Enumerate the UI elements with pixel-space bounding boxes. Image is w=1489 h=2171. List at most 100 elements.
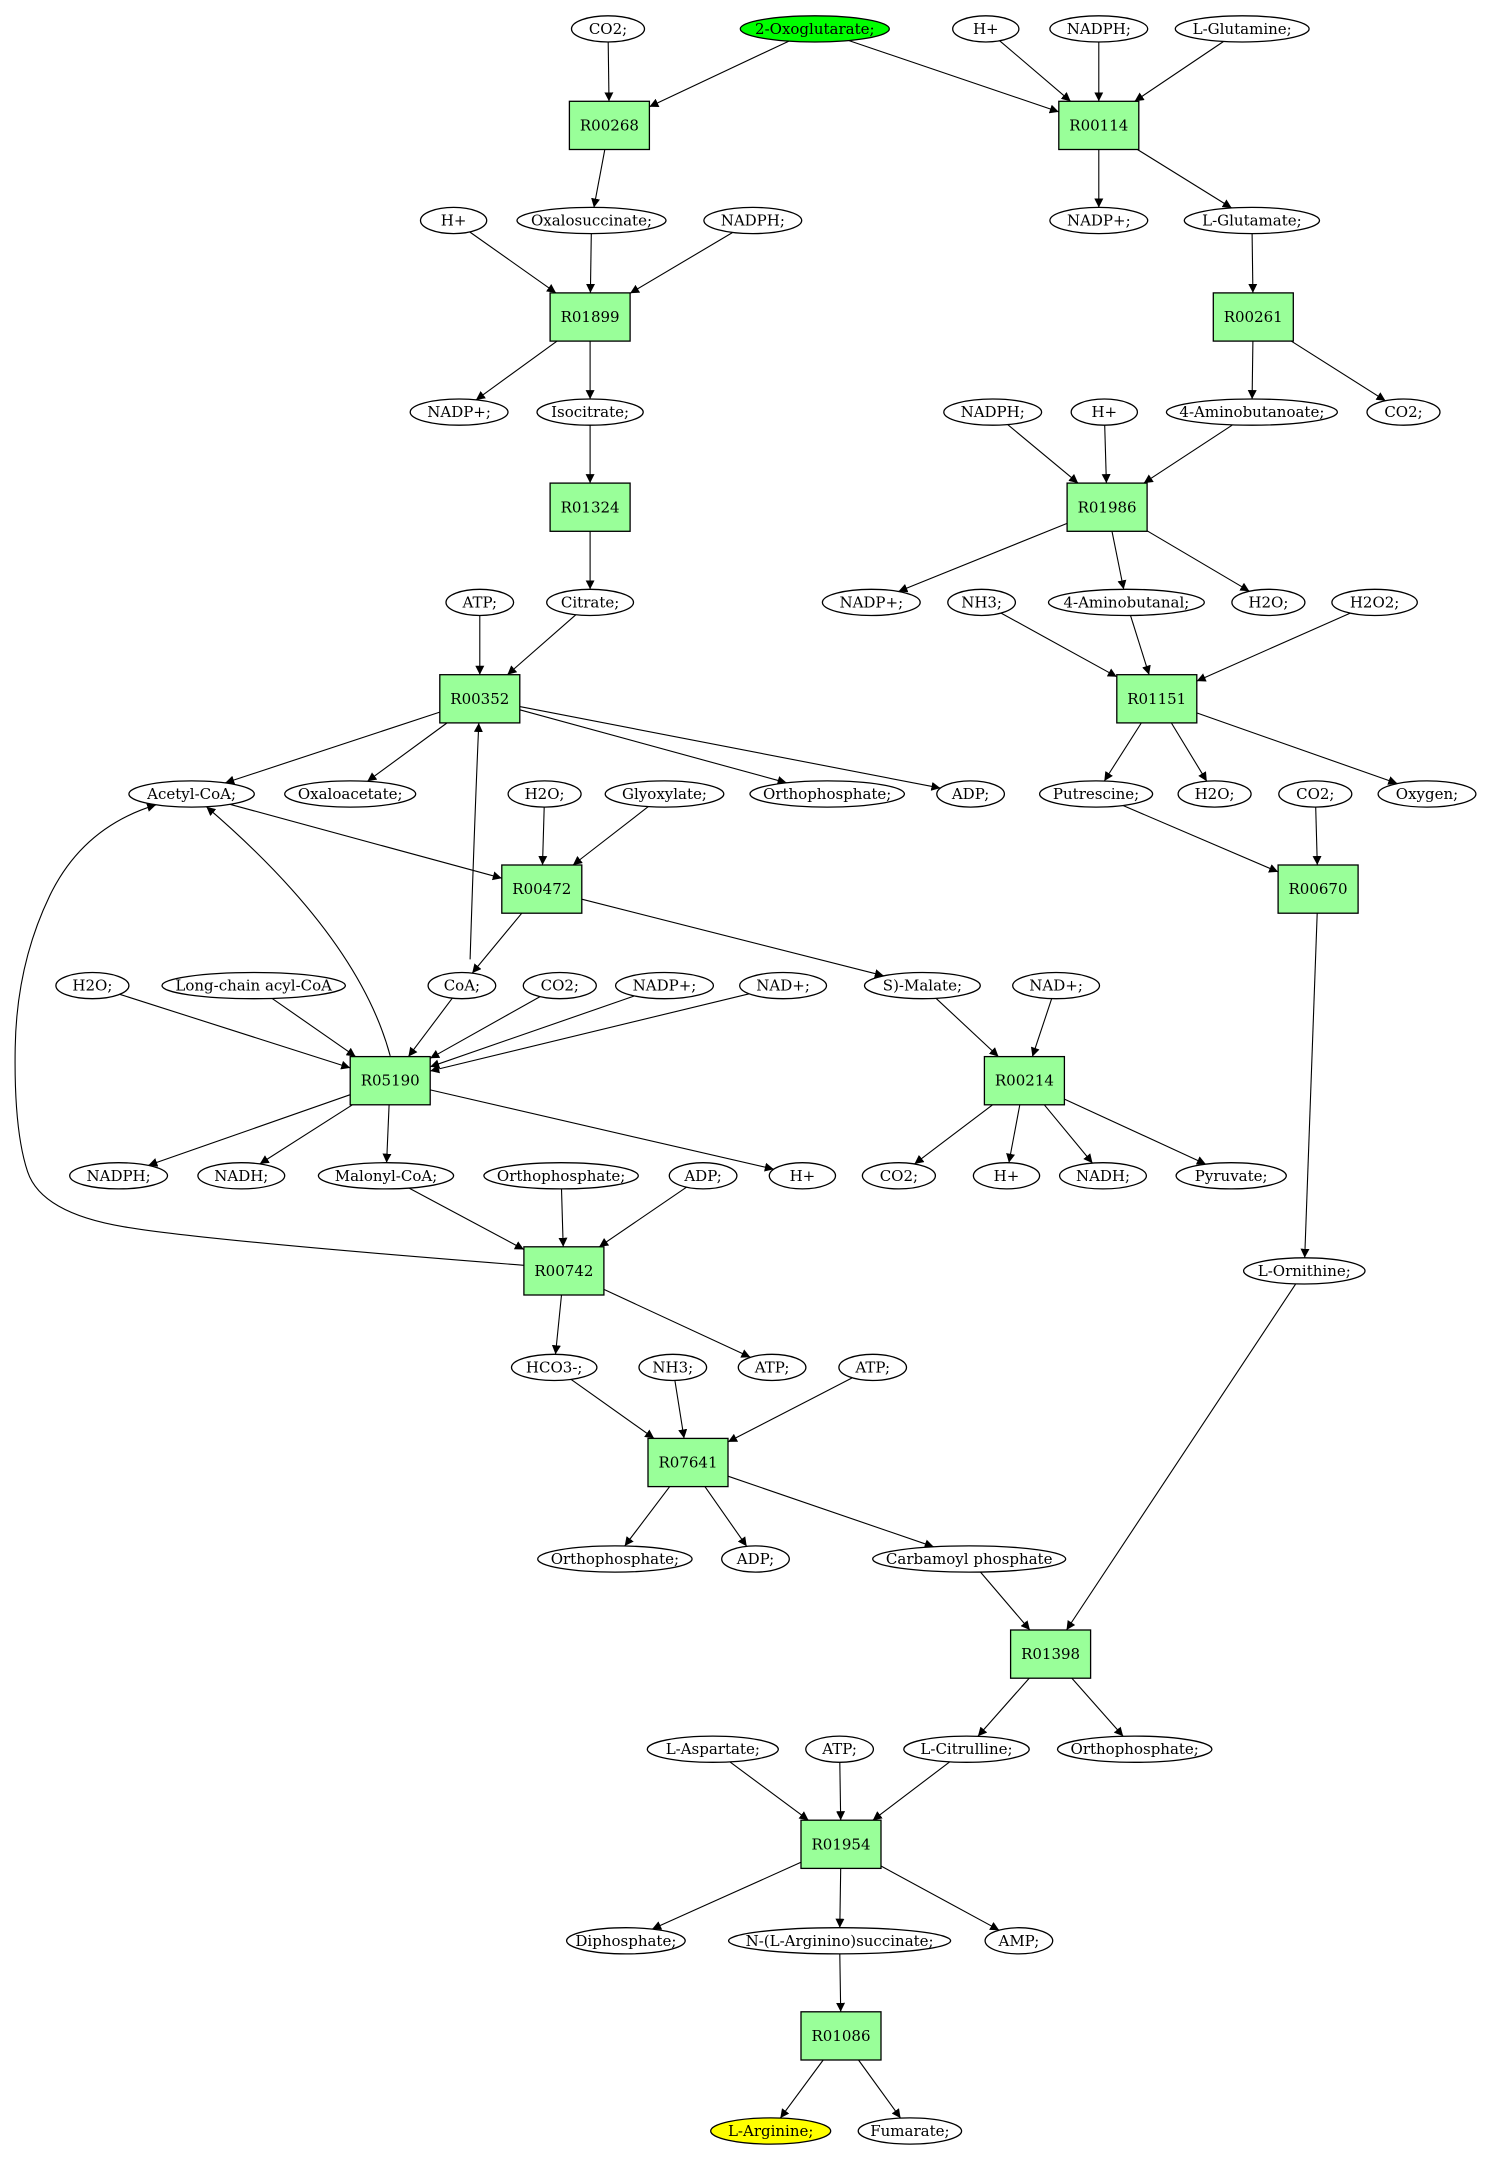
reaction-node-r01954[interactable]: R01954: [800, 1819, 882, 1870]
reaction-box: [1058, 100, 1140, 151]
metabolite-node-amp[interactable]: AMP;: [984, 1927, 1054, 1955]
metabolite-node-hplus-c[interactable]: H+: [1070, 398, 1139, 426]
metabolite-node-nadph-d[interactable]: NADPH;: [69, 1162, 169, 1190]
reaction-node-r01086[interactable]: R01086: [800, 2011, 882, 2061]
node-label: Putrescine;: [1053, 785, 1139, 803]
metabolite-node-adp-a[interactable]: ADP;: [936, 780, 1006, 808]
metabolite-node-nadph-b[interactable]: NADPH;: [703, 206, 803, 235]
edge-r-R00261-to-m-aminobutanoate: [1247, 341, 1257, 400]
metabolite-node-co2-b[interactable]: CO2;: [1366, 398, 1441, 426]
reaction-node-r00268[interactable]: R00268: [568, 100, 651, 151]
metabolite-node-oxoglutarate[interactable]: 2-Oxoglutarate;: [739, 15, 890, 43]
reaction-node-r00670[interactable]: R00670: [1277, 864, 1359, 914]
metabolite-node-atp-d[interactable]: ATP;: [805, 1735, 875, 1763]
reaction-node-r00742[interactable]: R00742: [523, 1246, 605, 1296]
metabolite-node-oxaloacetate[interactable]: Oxaloacetate;: [284, 780, 417, 808]
reaction-node-r05190[interactable]: R05190: [349, 1055, 431, 1106]
metabolite-node-hco3[interactable]: HCO3-;: [510, 1353, 598, 1382]
metabolite-node-aminobutanoate[interactable]: 4-Aminobutanoate;: [1165, 398, 1339, 426]
metabolite-node-oxygen[interactable]: Oxygen;: [1377, 780, 1477, 808]
node-label: R01398: [1021, 1645, 1080, 1663]
metabolite-node-nadh-a[interactable]: NADH;: [197, 1162, 286, 1190]
metabolite-node-h2o2[interactable]: H2O2;: [1331, 588, 1418, 617]
metabolite-node-h2o-a[interactable]: H2O;: [1231, 588, 1306, 617]
metabolite-node-nadplus-b[interactable]: NAD+;: [1012, 971, 1101, 1000]
metabolite-node-diphosphate[interactable]: Diphosphate;: [565, 1927, 686, 1955]
reaction-node-r01986[interactable]: R01986: [1066, 482, 1148, 532]
reaction-node-r01324[interactable]: R01324: [549, 482, 631, 532]
reaction-node-r00261[interactable]: R00261: [1212, 292, 1294, 342]
metabolite-node-lcitrulline[interactable]: L-Citrulline;: [903, 1735, 1030, 1763]
reaction-box: [1009, 1629, 1092, 1679]
metabolite-node-narginosuccinate[interactable]: N-(L-Arginino)succinate;: [727, 1927, 952, 1955]
metabolite-node-malonylcoa[interactable]: Malonyl-CoA;: [317, 1162, 455, 1190]
metabolite-node-co2-e[interactable]: CO2;: [861, 1162, 937, 1190]
reaction-node-r01398[interactable]: R01398: [1009, 1629, 1092, 1679]
metabolite-node-putrescine[interactable]: Putrescine;: [1038, 780, 1154, 808]
metabolite-ellipse: [863, 971, 981, 1000]
metabolite-node-orthophosphate-c[interactable]: Orthophosphate;: [537, 1545, 693, 1573]
metabolite-node-smalate[interactable]: S)-Malate;: [863, 971, 981, 1000]
reaction-node-r00114[interactable]: R00114: [1058, 100, 1140, 151]
reaction-node-r00352[interactable]: R00352: [439, 674, 521, 724]
metabolite-node-citrate[interactable]: Citrate;: [546, 588, 635, 617]
metabolite-node-orthophosphate-b[interactable]: Orthophosphate;: [483, 1162, 639, 1190]
metabolite-node-atp-c[interactable]: ATP;: [838, 1353, 908, 1382]
metabolite-node-longchain[interactable]: Long-chain acyl-CoA: [161, 971, 347, 1000]
metabolite-node-h2o-c[interactable]: H2O;: [1177, 780, 1252, 808]
metabolite-node-h2o-b[interactable]: H2O;: [507, 780, 582, 808]
metabolite-node-glyoxylate[interactable]: Glyoxylate;: [604, 780, 725, 808]
metabolite-node-nadh-b[interactable]: NADH;: [1058, 1162, 1148, 1190]
edge-m-smalate-to-r-R00214: [935, 997, 999, 1058]
metabolite-node-nadpplus-a[interactable]: NADP+;: [1049, 206, 1149, 235]
metabolite-node-co2-c[interactable]: CO2;: [1278, 780, 1353, 808]
edge-r-R01954-to-m-narginosuccinate: [835, 1868, 845, 1928]
metabolite-node-lornithine[interactable]: L-Ornithine;: [1242, 1257, 1366, 1285]
reaction-node-r01151[interactable]: R01151: [1116, 674, 1198, 724]
metabolite-node-hplus-e[interactable]: H+: [972, 1162, 1041, 1190]
metabolite-node-atp-b[interactable]: ATP;: [737, 1353, 807, 1382]
metabolite-ellipse: [1038, 780, 1154, 808]
metabolite-node-co2-a[interactable]: CO2;: [570, 15, 646, 43]
metabolite-node-fumarate[interactable]: Fumarate;: [857, 2117, 963, 2145]
metabolite-node-carbamoyl[interactable]: Carbamoyl phosphate: [872, 1545, 1067, 1573]
metabolite-node-adp-c[interactable]: ADP;: [721, 1545, 790, 1573]
metabolite-node-pyruvate[interactable]: Pyruvate;: [1175, 1162, 1287, 1190]
metabolite-node-orthophosphate-a[interactable]: Orthophosphate;: [749, 780, 906, 808]
reaction-node-r07641[interactable]: R07641: [647, 1437, 729, 1488]
node-label: L-Arginine;: [728, 2122, 813, 2140]
metabolite-node-hplus-d[interactable]: H+: [768, 1162, 837, 1190]
metabolite-node-larginine[interactable]: L-Arginine;: [710, 2117, 832, 2145]
reaction-node-r00472[interactable]: R00472: [501, 864, 583, 914]
metabolite-node-hplus-b[interactable]: H+: [419, 206, 488, 235]
metabolite-node-nh3-b[interactable]: NH3;: [638, 1353, 708, 1382]
metabolite-node-coa[interactable]: CoA;: [427, 971, 497, 1000]
metabolite-node-nadpplus-c[interactable]: NADP+;: [821, 588, 921, 617]
metabolite-node-nh3-a[interactable]: NH3;: [947, 588, 1017, 617]
reaction-node-r01899[interactable]: R01899: [549, 292, 631, 342]
edge-r-R01151-to-m-h2o-c: [1170, 722, 1208, 782]
reaction-node-r00214[interactable]: R00214: [983, 1055, 1066, 1106]
metabolite-node-co2-d[interactable]: CO2;: [522, 971, 597, 1000]
metabolite-node-lglutamine[interactable]: L-Glutamine;: [1174, 15, 1310, 43]
metabolite-ellipse: [972, 1162, 1041, 1190]
metabolite-node-adp-b[interactable]: ADP;: [668, 1162, 738, 1190]
metabolite-node-acetylcoa[interactable]: Acetyl-CoA;: [128, 780, 255, 808]
metabolite-node-nadplus-a[interactable]: NAD+;: [739, 971, 828, 1000]
metabolite-node-h2o-d[interactable]: H2O;: [55, 971, 130, 1000]
metabolite-ellipse: [872, 1545, 1067, 1573]
node-label: Glyoxylate;: [622, 785, 707, 803]
metabolite-node-atp-a[interactable]: ATP;: [445, 588, 515, 617]
metabolite-ellipse: [638, 1353, 708, 1382]
metabolite-node-orthophosphate-d[interactable]: Orthophosphate;: [1056, 1735, 1213, 1763]
metabolite-node-nadpplus-d[interactable]: NADP+;: [614, 971, 715, 1000]
metabolite-node-lglutamate[interactable]: L-Glutamate;: [1183, 206, 1321, 235]
metabolite-node-hplus-a[interactable]: H+: [952, 15, 1020, 43]
metabolite-node-isocitrate[interactable]: Isocitrate;: [536, 398, 644, 426]
metabolite-node-aminobutanal[interactable]: 4-Aminobutanal;: [1047, 588, 1205, 617]
metabolite-node-nadpplus-b[interactable]: NADP+;: [409, 398, 509, 426]
metabolite-node-oxalosuccinate[interactable]: Oxalosuccinate;: [516, 206, 667, 235]
metabolite-node-nadph-c[interactable]: NADPH;: [943, 398, 1043, 426]
metabolite-node-laspartate[interactable]: L-Aspartate;: [646, 1735, 779, 1763]
metabolite-node-nadph-a[interactable]: NADPH;: [1049, 15, 1149, 43]
